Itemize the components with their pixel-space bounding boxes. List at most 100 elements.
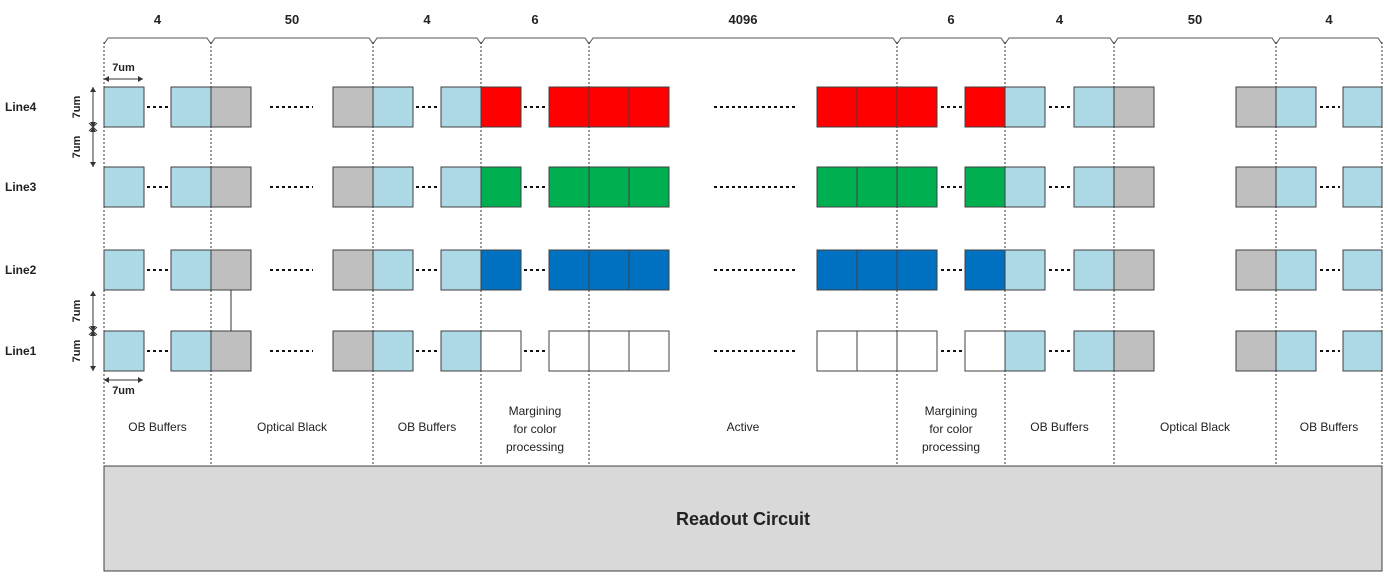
segment-brace	[588, 37, 898, 45]
optical-black-pixel	[1113, 330, 1155, 372]
segment-count-label: 4	[1056, 12, 1064, 27]
active-pixel	[816, 86, 858, 128]
optical-black-pixel	[1235, 330, 1277, 372]
segment-count-label: 50	[285, 12, 299, 27]
ob-buffer-pixel	[1275, 330, 1317, 372]
optical-black-pixel	[332, 330, 374, 372]
active-pixel	[816, 166, 858, 208]
margin-pixel	[964, 86, 1006, 128]
segment-brace	[1113, 37, 1277, 45]
optical-black-pixel	[1235, 249, 1277, 291]
ob-buffer-pixel	[372, 86, 414, 128]
ob-buffer-pixel	[1275, 249, 1317, 291]
ob-buffer-pixel	[103, 86, 145, 128]
readout-circuit-box	[103, 465, 1383, 572]
segment-brace	[896, 37, 1006, 45]
segment-count-label: 6	[947, 12, 954, 27]
margin-pixel	[964, 166, 1006, 208]
active-pixel	[816, 249, 858, 291]
optical-black-pixel	[332, 86, 374, 128]
active-pixel	[588, 330, 630, 372]
ob-buffer-pixel	[1004, 330, 1046, 372]
line-label: Line1	[5, 344, 37, 358]
segment-brace	[210, 37, 374, 45]
optical-black-pixel	[1113, 166, 1155, 208]
readout-circuit-label: Readout Circuit	[676, 509, 810, 529]
ob-buffer-pixel	[1275, 86, 1317, 128]
optical-black-pixel	[332, 249, 374, 291]
dimension-label: 7um	[71, 299, 83, 322]
segment-name-label: OB Buffers	[128, 420, 186, 434]
active-pixel	[628, 166, 670, 208]
segment-count-label: 50	[1188, 12, 1202, 27]
ob-buffer-pixel	[1342, 330, 1383, 372]
line-label: Line4	[5, 100, 37, 114]
ob-buffer-pixel	[170, 330, 212, 372]
active-pixel	[856, 330, 898, 372]
active-pixel	[856, 86, 898, 128]
ob-buffer-pixel	[372, 166, 414, 208]
active-pixel	[856, 166, 898, 208]
ob-buffer-pixel	[103, 166, 145, 208]
optical-black-pixel	[1113, 86, 1155, 128]
margin-pixel	[548, 166, 590, 208]
margin-pixel	[964, 249, 1006, 291]
margin-pixel	[548, 249, 590, 291]
line-label: Line2	[5, 263, 37, 277]
optical-black-pixel	[210, 166, 252, 208]
ob-buffer-pixel	[1342, 249, 1383, 291]
ob-buffer-pixel	[103, 330, 145, 372]
optical-black-pixel	[1113, 249, 1155, 291]
ob-buffer-pixel	[440, 86, 482, 128]
segment-brace	[1004, 37, 1115, 45]
dimension-cross-icon	[88, 326, 98, 336]
dimension-label: 7um	[112, 385, 135, 397]
ob-buffer-pixel	[1073, 330, 1115, 372]
ob-buffer-pixel	[1073, 249, 1115, 291]
ob-buffer-pixel	[1004, 86, 1046, 128]
optical-black-pixel	[1235, 86, 1277, 128]
margin-pixel	[548, 86, 590, 128]
ob-buffer-pixel	[440, 249, 482, 291]
segment-name-label: Active	[727, 420, 760, 434]
segment-name-label: OB Buffers	[1030, 420, 1088, 434]
line-label: Line3	[5, 180, 37, 194]
dimension-cross-icon	[88, 122, 98, 132]
ob-buffer-pixel	[1073, 86, 1115, 128]
optical-black-pixel	[1235, 166, 1277, 208]
optical-black-pixel	[210, 249, 252, 291]
active-pixel	[816, 330, 858, 372]
margin-pixel	[480, 86, 522, 128]
segment-brace	[372, 37, 482, 45]
ob-buffer-pixel	[372, 249, 414, 291]
active-pixel	[856, 249, 898, 291]
active-pixel	[588, 249, 630, 291]
dimension-label: 7um	[112, 62, 135, 74]
active-pixel	[628, 249, 670, 291]
margin-pixel	[896, 330, 938, 372]
segment-count-label: 4	[1325, 12, 1333, 27]
margin-pixel	[480, 166, 522, 208]
dimension-label: 7um	[71, 95, 83, 118]
ob-buffer-pixel	[1275, 166, 1317, 208]
margin-pixel	[480, 330, 522, 372]
margin-pixel	[964, 330, 1006, 372]
optical-black-pixel	[332, 166, 374, 208]
margin-pixel	[896, 249, 938, 291]
ob-buffer-pixel	[1004, 166, 1046, 208]
active-pixel	[588, 166, 630, 208]
ob-buffer-pixel	[103, 249, 145, 291]
active-pixel	[628, 330, 670, 372]
segment-count-label: 4096	[729, 12, 758, 27]
ob-buffer-pixel	[372, 330, 414, 372]
optical-black-pixel	[210, 330, 252, 372]
segment-count-label: 4	[423, 12, 431, 27]
ob-buffer-pixel	[170, 249, 212, 291]
segment-brace	[480, 37, 590, 45]
margin-pixel	[896, 86, 938, 128]
segment-count-label: 4	[154, 12, 162, 27]
